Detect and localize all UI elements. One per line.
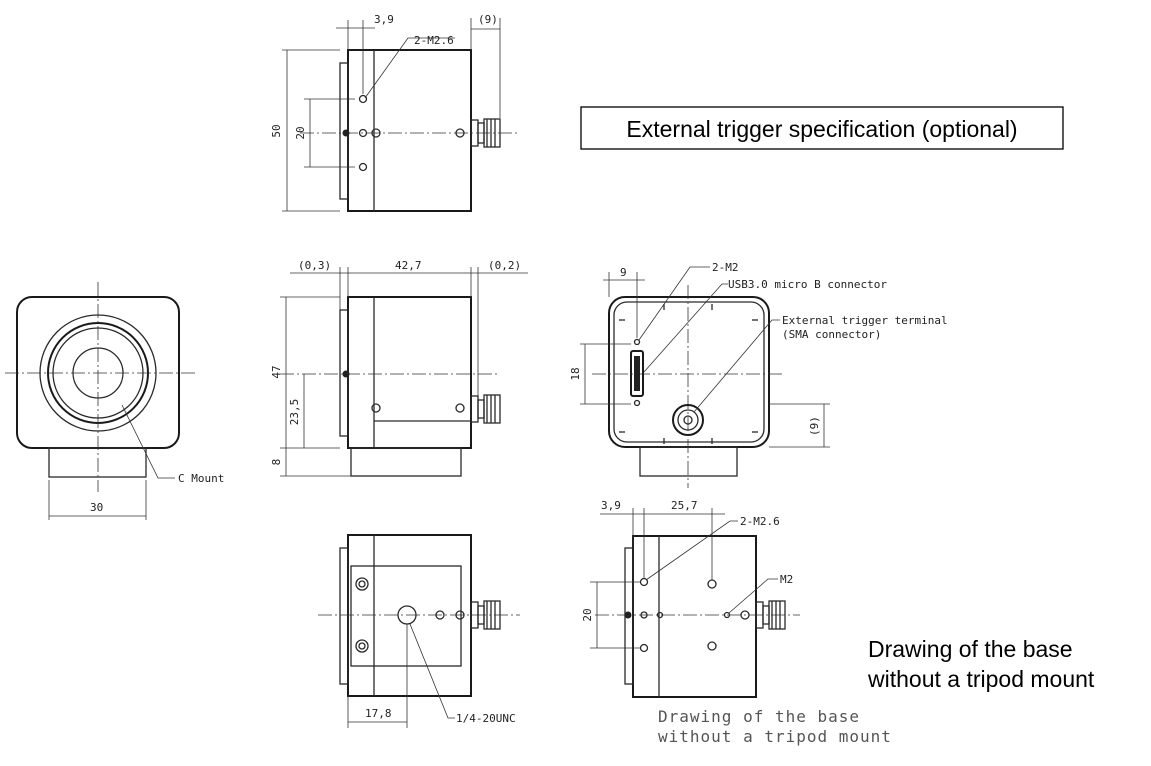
screw-hole	[455, 128, 465, 138]
screw-hole	[707, 641, 717, 651]
sma-connector-bottom	[470, 600, 501, 630]
screw-hole	[358, 128, 368, 138]
screw-hole	[633, 399, 641, 407]
dim-8: 8	[270, 459, 283, 466]
screw-hole	[371, 403, 381, 413]
screw-hole	[435, 610, 445, 620]
screw-hole	[624, 611, 632, 619]
screw-hole	[740, 610, 750, 620]
dim-9: (9)	[478, 13, 498, 26]
bottom-view-body	[347, 534, 472, 697]
dim-50: 50	[270, 124, 283, 137]
dim-3-9: 3,9	[374, 13, 394, 26]
title-label: External trigger specification (optional…	[626, 116, 1017, 142]
dim-17-8: 17,8	[365, 707, 392, 720]
screw-hole	[656, 611, 664, 619]
base-view-body	[632, 535, 757, 698]
callout-sma-connector: (SMA connector)	[782, 328, 881, 341]
dim-23-5: 23,5	[288, 399, 301, 426]
screw-hole	[371, 128, 381, 138]
screw-hole	[633, 338, 641, 346]
callout-1-4-20unc: 1/4-20UNC	[456, 712, 516, 725]
dim-20: 20	[581, 608, 594, 621]
rear-view: 9 2-M2 USB3.0 micro B connector External…	[569, 261, 948, 488]
callout-2-m2-6: 2-M2.6	[414, 34, 454, 47]
callout-usb-connector: USB3.0 micro B connector	[728, 278, 887, 291]
dim-47: 47	[270, 365, 283, 378]
base-note-line1: Drawing of the base	[658, 707, 860, 726]
dim-18: 18	[569, 367, 582, 380]
screw-hole	[639, 577, 649, 587]
dim-0-3: (0,3)	[298, 259, 331, 272]
screw-hole	[707, 579, 717, 589]
dim-3-9: 3,9	[601, 499, 621, 512]
screw-hole	[639, 643, 649, 653]
caption-line2: without a tripod mount	[867, 666, 1095, 692]
top-view-body	[347, 49, 472, 212]
base-caption: Drawing of the base without a tripod mou…	[867, 636, 1095, 692]
screw-hole	[342, 370, 350, 378]
sma-connector-base	[755, 600, 786, 630]
sma-terminal	[672, 404, 704, 436]
screw-hole	[455, 610, 465, 620]
dim-0-2: (0,2)	[488, 259, 521, 272]
dim-30: 30	[90, 501, 103, 514]
callout-2-m2: 2-M2	[712, 261, 739, 274]
callout-c-mount: C Mount	[178, 472, 224, 485]
top-view: 3,9 (9) 2-M2.6 50 20	[270, 13, 520, 212]
usb-micro-b-port	[630, 350, 644, 397]
screw-hole	[342, 129, 350, 137]
screw-hole	[358, 94, 368, 104]
dim-9-paren: (9)	[808, 416, 821, 436]
base-view: 3,9 25,7 2-M2.6 M2 20 Drawing of the bas…	[581, 499, 892, 746]
dim-9: 9	[620, 266, 627, 279]
side-view: (0,3) 42,7 (0,2) 47 23,5 8	[270, 259, 528, 477]
screw-hole	[358, 162, 368, 172]
side-view-body	[347, 296, 472, 449]
caption-line1: Drawing of the base	[868, 636, 1073, 662]
screw-hole	[640, 611, 648, 619]
front-view: 30 C Mount	[5, 282, 224, 520]
base-note-line2: without a tripod mount	[658, 727, 892, 746]
callout-trigger-terminal: External trigger terminal	[782, 314, 948, 327]
bottom-view: 17,8 1/4-20UNC	[318, 534, 520, 728]
dim-25-7: 25,7	[671, 499, 698, 512]
dim-20: 20	[294, 126, 307, 139]
callout-2-m2-6: 2-M2.6	[740, 515, 780, 528]
title-box: External trigger specification (optional…	[580, 106, 1064, 150]
tripod-base-plate	[350, 565, 462, 667]
dim-42-7: 42,7	[395, 259, 422, 272]
callout-m2: M2	[780, 573, 793, 586]
m2-hole	[723, 611, 731, 619]
screw-hole	[455, 403, 465, 413]
sma-connector-side	[470, 394, 501, 424]
